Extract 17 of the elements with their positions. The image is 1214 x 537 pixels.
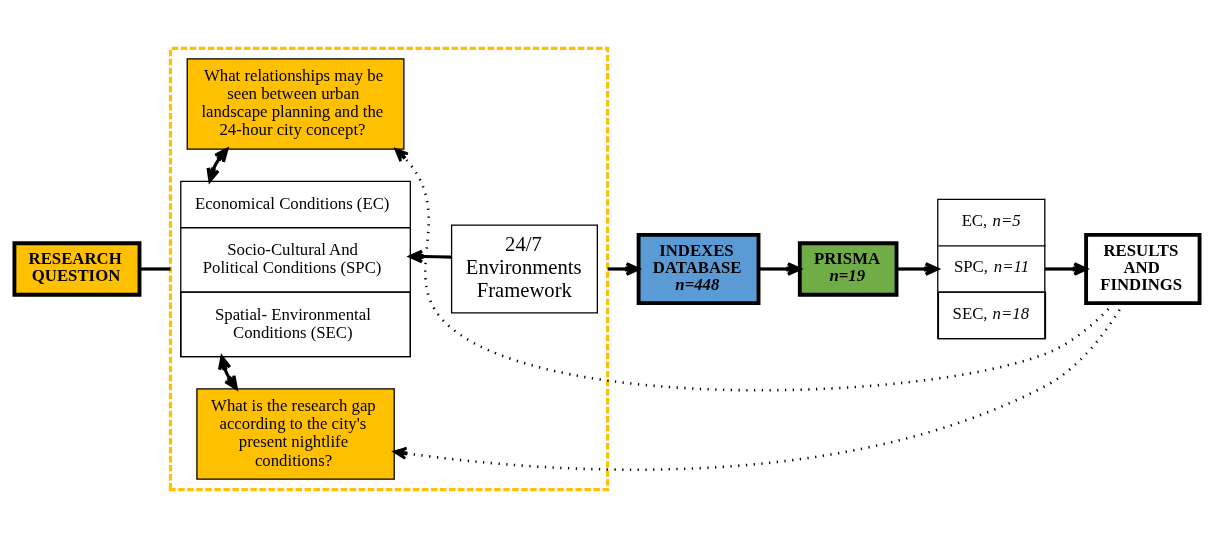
arrow bbox=[408, 249, 452, 263]
arrow bbox=[394, 147, 1115, 391]
node-box: 24/7 Environments Framework bbox=[450, 224, 598, 313]
cluster bbox=[168, 46, 610, 491]
node-box: What is the research gap according to the city's present nightlife conditions? bbox=[196, 387, 395, 480]
node-box: INDEXES DATABASE n=448 bbox=[636, 232, 761, 305]
connector bbox=[139, 266, 171, 271]
node-box: RESEARCH QUESTION bbox=[12, 240, 142, 297]
arrow bbox=[217, 354, 238, 390]
arrow bbox=[206, 147, 229, 182]
node-box: PRISMA n=19 bbox=[797, 240, 899, 297]
arrow bbox=[1045, 261, 1088, 276]
node-box: RESULTS AND FINDINGS bbox=[1084, 232, 1202, 305]
node-box: What relationships may be seen between urban landscape planning and the 24-hour city concept? bbox=[186, 57, 405, 150]
arrow bbox=[758, 261, 802, 276]
arrow bbox=[896, 261, 939, 276]
arrow bbox=[607, 261, 640, 276]
